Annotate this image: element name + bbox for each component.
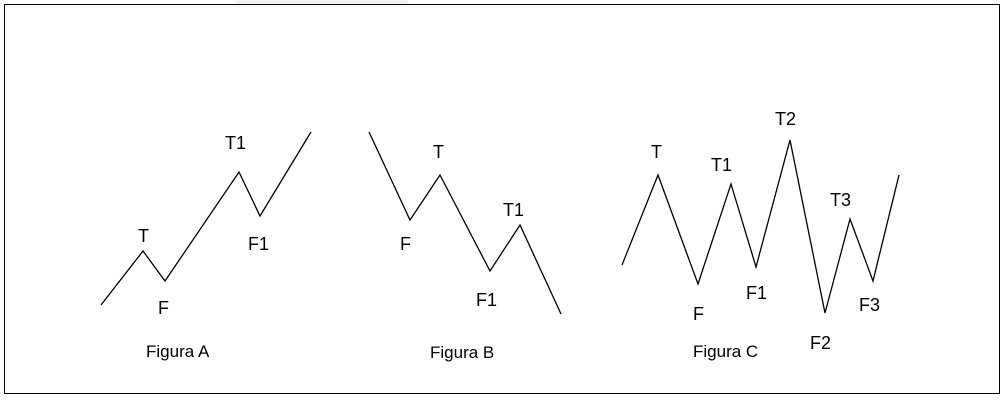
figure-c-label-f: F [693,304,704,324]
top-edge-mark [236,0,408,4]
figure-c-label-t2: T2 [775,109,796,129]
figure-a-zigzag-line [100,131,312,306]
figure-a-label-t1: T1 [225,133,246,153]
figure-c-label-f2: F2 [810,333,831,353]
figure-a: T F T1 F1 Figura A [100,131,312,361]
figure-c-zigzag-line [621,139,900,314]
figure-b-label-t1: T1 [503,200,524,220]
figure-c-label-f3: F3 [859,295,880,315]
figure-a-label-f: F [158,298,169,318]
figure-b-label-t: T [433,142,444,162]
figure-c-label-t: T [651,142,662,162]
figure-c-label-f1: F1 [746,283,767,303]
figure-b-label-f: F [400,234,411,254]
figure-b-caption: Figura B [430,343,494,362]
figure-c-caption: Figura C [693,342,758,361]
diagram-frame [4,4,1000,394]
figure-b: F T T1 F1 Figura B [368,131,562,362]
figure-c-label-t3: T3 [830,190,851,210]
figure-c-label-t1: T1 [711,155,732,175]
figure-a-caption: Figura A [146,342,210,361]
figure-b-label-f1: F1 [476,290,497,310]
figure-a-label-f1: F1 [248,234,269,254]
figure-b-zigzag-line [368,131,562,315]
figure-a-label-t: T [138,226,149,246]
figure-c: T F T1 F1 T2 F2 T3 F3 Figura C [621,109,900,361]
